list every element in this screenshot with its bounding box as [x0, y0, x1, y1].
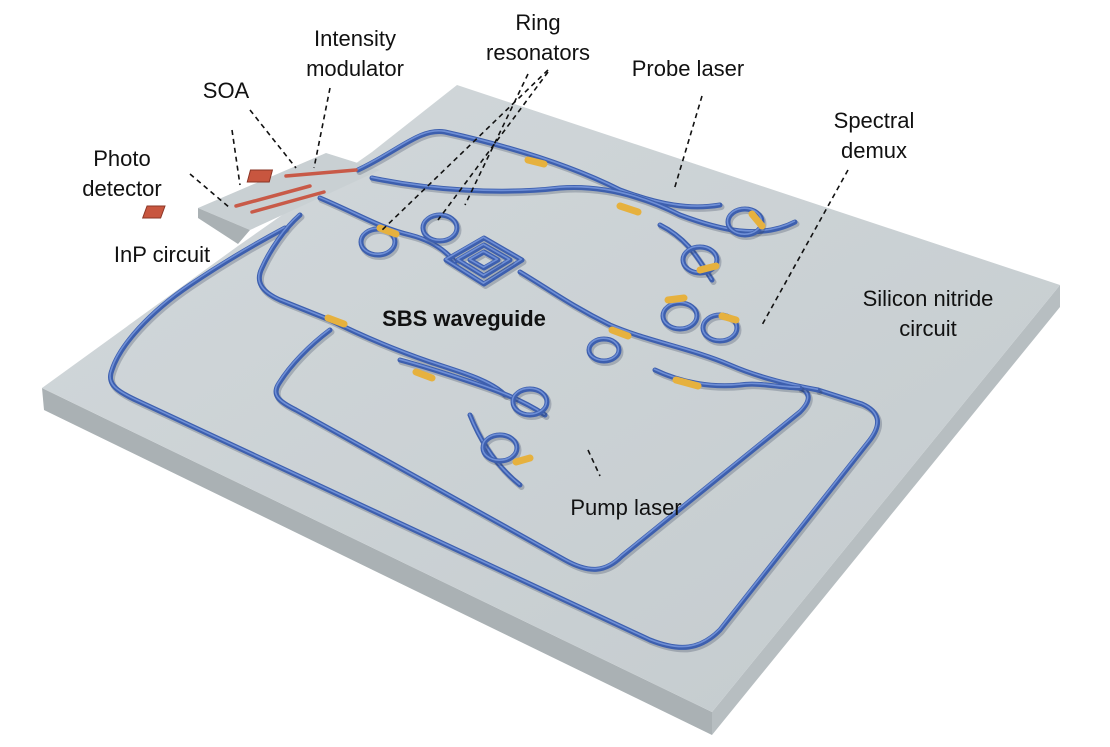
intensity-modulator-block [246, 169, 274, 183]
label-intensity-modulator-2: modulator [306, 56, 404, 81]
heater [608, 326, 632, 340]
label-spectral-demux-2: demux [841, 138, 907, 163]
waveguide-probe-bus-highlight [356, 129, 721, 207]
intensity-modulator-waveguide [284, 168, 358, 178]
label-sbs-waveguide: SBS waveguide [382, 306, 546, 331]
leader-soa-2 [231, 129, 241, 186]
heater [672, 376, 702, 390]
label-photo-detector-1: Photo [93, 146, 151, 171]
waveguide-probe-bus-2-highlight [370, 176, 796, 232]
chip-substrate [42, 85, 1060, 735]
pump-ring-2-highlight [481, 433, 518, 461]
waveguide-ring-bus-highlight [318, 196, 456, 262]
leader-lines [189, 69, 849, 477]
waveguide-sbs-to-demux-highlight [518, 270, 819, 390]
label-probe-laser: Probe laser [632, 56, 745, 81]
label-silicon-nitride-circuit-1: Silicon nitride [863, 286, 994, 311]
label-silicon-nitride-circuit-2: circuit [899, 316, 956, 341]
inp-waveguide [250, 190, 326, 214]
leader-pump-laser [587, 449, 601, 477]
ring-resonator-2-highlight [421, 213, 458, 241]
label-ring-resonators-2: resonators [486, 40, 590, 65]
waveguide-inner-loop-highlight [274, 328, 809, 570]
heater [412, 368, 436, 382]
label-soa: SOA [203, 78, 250, 103]
label-spectral-demux-1: Spectral [834, 108, 915, 133]
label-pump-laser: Pump laser [570, 495, 681, 520]
heater [696, 262, 720, 274]
inp-components [141, 168, 358, 219]
leader-probe-laser [673, 95, 703, 191]
label-intensity-modulator-1: Intensity [314, 26, 396, 51]
leader-spectral-demux [761, 169, 849, 326]
leader-soa [249, 109, 297, 169]
chip-side-left [42, 388, 712, 735]
waveguide-outer-loop-highlight [109, 226, 878, 648]
label-ring-resonators-1: Ring [515, 10, 560, 35]
label-inp-circuit: InP circuit [114, 242, 210, 267]
leader-ring-1 [379, 69, 549, 233]
sbs-spiral-outer-highlight [444, 236, 523, 284]
heater [512, 454, 534, 466]
labels: Intensity modulator Ring resonators Prob… [82, 10, 993, 520]
label-photo-detector-2: detector [82, 176, 162, 201]
soa-waveguide [234, 184, 312, 208]
photo-detector-block [141, 205, 166, 219]
heater [664, 294, 688, 304]
sbs-spiral-inner-highlight [468, 250, 499, 268]
waveguide-pump-coupler-highlight [398, 358, 546, 415]
heater [718, 312, 740, 324]
leader-intensity-modulator [313, 87, 331, 169]
leader-ring-2 [437, 71, 549, 221]
sbs-spiral [443, 235, 527, 289]
inp-chip-side [198, 208, 250, 244]
pump-ring-1-highlight [511, 387, 548, 415]
demux-ring-3-highlight [587, 337, 620, 361]
chip-side-front [712, 285, 1060, 735]
heater [616, 202, 642, 216]
leader-ring-3 [464, 73, 529, 206]
heater [748, 210, 766, 230]
heater [524, 156, 548, 168]
demux-ring-1-highlight [661, 301, 698, 329]
waveguide-pump-tail-highlight [468, 413, 521, 485]
silicon-nitride-top-face [42, 85, 1060, 712]
sbs-spiral-mid-highlight [456, 243, 511, 276]
heater [324, 314, 348, 328]
